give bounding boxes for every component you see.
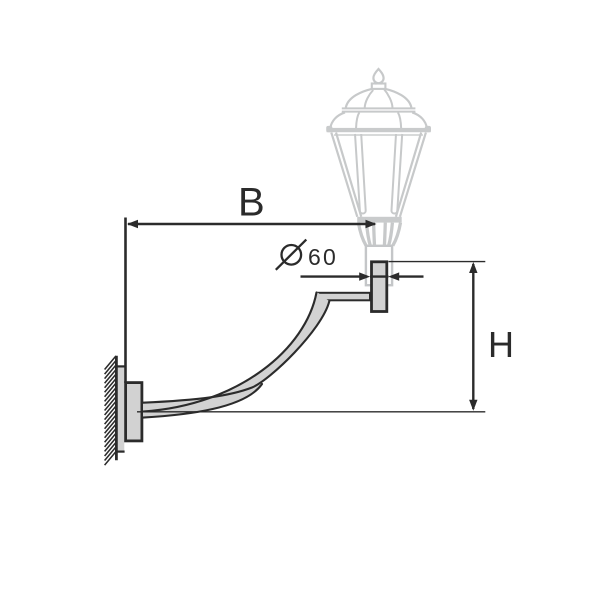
svg-text:B: B xyxy=(238,180,265,224)
svg-text:60: 60 xyxy=(308,244,338,270)
svg-text:H: H xyxy=(488,324,514,365)
